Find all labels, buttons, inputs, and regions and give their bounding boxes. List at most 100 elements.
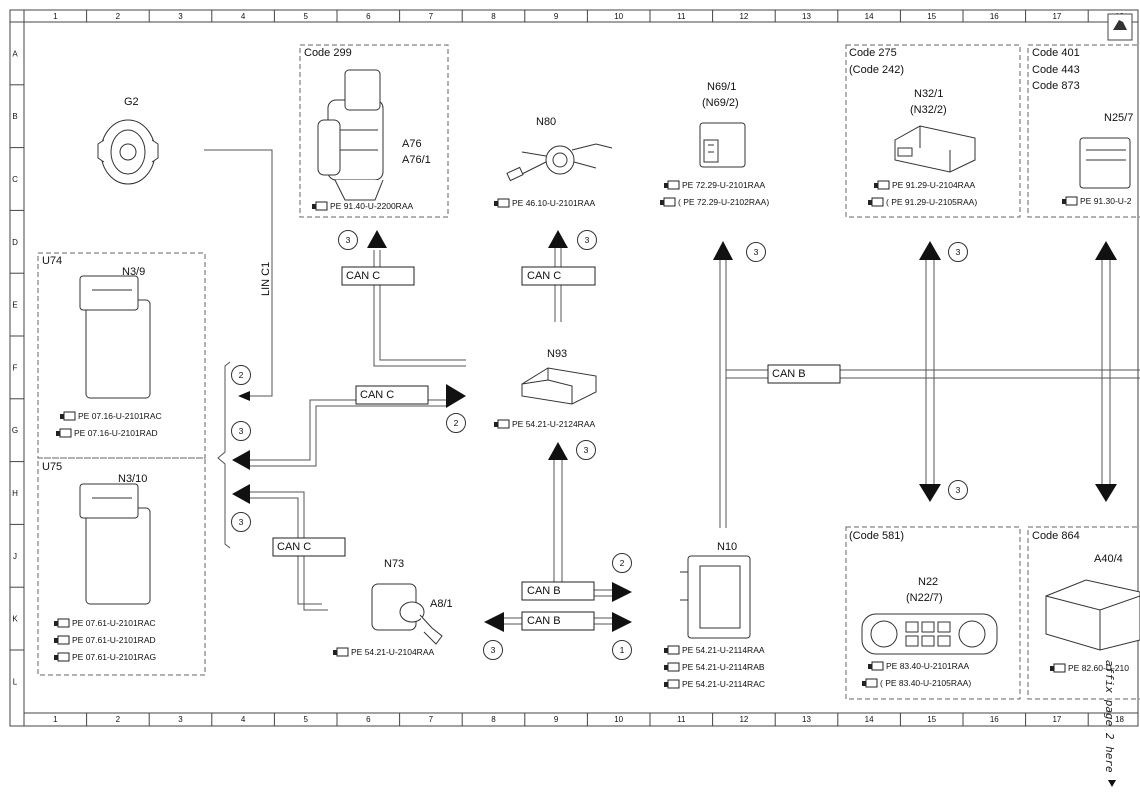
n69-2-label: (N69/2) — [702, 97, 739, 109]
reference-n10a: PE 54.21-U-2114RAA — [664, 645, 765, 655]
svg-text:PE 72.29-U-2101RAA: PE 72.29-U-2101RAA — [682, 180, 765, 190]
marker-two: 2 — [612, 553, 632, 573]
a76-label: A76 — [402, 138, 422, 150]
code275-title: Code 275 — [849, 47, 897, 59]
grid-col-label-top: 6 — [366, 12, 371, 21]
code581-title: (Code 581) — [849, 530, 904, 542]
reference-u75b: PE 07.61-U-2101RAD — [54, 635, 156, 645]
marker-three: 3 — [746, 242, 766, 262]
bus-label-can-b-2: CAN B — [521, 581, 595, 601]
book-icon — [660, 197, 676, 207]
svg-text:( PE 72.29-U-2102RAA): ( PE 72.29-U-2102RAA) — [678, 197, 769, 207]
book-icon — [1050, 663, 1066, 673]
module-a76-image — [317, 69, 384, 201]
book-icon — [54, 618, 70, 628]
marker-three: 3 — [231, 421, 251, 441]
grid-row-label: A — [12, 49, 18, 58]
grid-col-label-bottom: 14 — [865, 715, 874, 724]
marker-three: 3 — [948, 242, 968, 262]
book-icon — [664, 679, 680, 689]
grid-row-label: K — [12, 615, 18, 624]
svg-text:PE 82.60-U-210: PE 82.60-U-210 — [1068, 663, 1129, 673]
n93-label: N93 — [547, 348, 567, 360]
svg-text:3: 3 — [754, 247, 759, 257]
book-icon — [1062, 196, 1078, 206]
n80-label: N80 — [536, 116, 556, 128]
svg-text:3: 3 — [956, 247, 961, 257]
svg-text:CAN B: CAN B — [772, 368, 806, 380]
svg-text:PE 54.21-U-2114RAC: PE 54.21-U-2114RAC — [682, 679, 765, 689]
marker-three: 3 — [231, 512, 251, 532]
reference-n10c: PE 54.21-U-2114RAC — [664, 679, 765, 689]
option-box-code581: (Code 581) — [845, 526, 1021, 700]
bus-label-can-c-3: CAN C — [355, 385, 429, 405]
reference-u74b: PE 07.16-U-2101RAD — [56, 428, 158, 438]
svg-text:3: 3 — [585, 235, 590, 245]
n3-10-label: N3/10 — [118, 473, 147, 485]
grid-col-label-bottom: 9 — [554, 715, 559, 724]
svg-text:CAN B: CAN B — [527, 585, 561, 597]
code873-title: Code 873 — [1032, 80, 1080, 92]
svg-text:3: 3 — [239, 517, 244, 527]
book-icon — [664, 645, 680, 655]
lin-line: LIN C1 — [204, 149, 273, 401]
can-c-a76-line — [367, 230, 466, 367]
reference-u75c: PE 07.61-U-2101RAG — [54, 652, 156, 662]
option-box-u74: U74 — [37, 252, 206, 459]
svg-text:PE 07.61-U-2101RAD: PE 07.61-U-2101RAD — [72, 635, 156, 645]
grid-row-label: H — [12, 489, 18, 498]
switch-n73-image — [371, 583, 443, 645]
grid-col-label-top: 16 — [990, 12, 999, 21]
marker-two: 2 — [446, 413, 466, 433]
u74-title: U74 — [42, 255, 62, 267]
option-box-code275: Code 275 (Code 242) — [845, 44, 1021, 218]
svg-text:PE 07.16-U-2101RAC: PE 07.16-U-2101RAC — [78, 411, 162, 421]
unit-a40-image — [1045, 579, 1140, 651]
module-n69-image — [699, 122, 746, 168]
svg-text:3: 3 — [346, 235, 351, 245]
svg-text:2: 2 — [454, 418, 459, 428]
marker-three: 3 — [576, 440, 596, 460]
grid-col-label-top: 8 — [491, 12, 496, 21]
control-unit-n10-image — [680, 555, 751, 639]
svg-text:PE 91.29-U-2104RAA: PE 91.29-U-2104RAA — [892, 180, 975, 190]
reference-u75a: PE 07.61-U-2101RAC — [54, 618, 156, 628]
reference-n69a: PE 72.29-U-2101RAA — [664, 180, 765, 190]
svg-text:PE 46.10-U-2101RAA: PE 46.10-U-2101RAA — [512, 198, 595, 208]
grid-col-label-bottom: 18 — [1115, 715, 1124, 724]
book-icon — [874, 180, 890, 190]
svg-text:PE 54.21-U-2114RAB: PE 54.21-U-2114RAB — [682, 662, 765, 672]
svg-text:PE 07.16-U-2101RAD: PE 07.16-U-2101RAD — [74, 428, 158, 438]
n32-2-label: (N32/2) — [910, 104, 947, 116]
grid-col-label-top: 1 — [53, 12, 58, 21]
svg-text:( PE 83.40-U-2105RAA): ( PE 83.40-U-2105RAA) — [880, 678, 971, 688]
book-icon — [56, 428, 72, 438]
grid-row-label: G — [12, 426, 18, 435]
drawing-frame — [9, 9, 1139, 727]
marker-two: 2 — [231, 365, 251, 385]
grid-col-label-top: 15 — [927, 12, 936, 21]
control-unit-n3-9-image — [79, 275, 151, 399]
bus-label-can-c-2: CAN C — [521, 266, 596, 286]
alternator-g2-image — [97, 119, 159, 185]
reference-n10b: PE 54.21-U-2114RAB — [664, 662, 765, 672]
grid-col-label-bottom: 16 — [990, 715, 999, 724]
reference-u74a: PE 07.16-U-2101RAC — [60, 411, 162, 421]
bus-label-can-b-1: CAN B — [767, 364, 841, 384]
n73-label: N73 — [384, 558, 404, 570]
bracket-line — [217, 361, 231, 549]
svg-text:CAN C: CAN C — [346, 270, 380, 282]
svg-text:2: 2 — [620, 558, 625, 568]
reference-n73: PE 54.21-U-2104RAA — [333, 647, 434, 657]
grid-col-label-bottom: 6 — [366, 715, 371, 724]
grid-col-label-bottom: 5 — [303, 715, 308, 724]
n32-1-label: N32/1 — [914, 88, 943, 100]
grid-col-label-bottom: 8 — [491, 715, 496, 724]
grid-col-label-bottom: 4 — [241, 715, 246, 724]
code242-title: (Code 242) — [849, 64, 904, 76]
control-unit-n3-10-image — [79, 483, 151, 605]
can-c-n93-line — [232, 384, 466, 470]
reference-n32b: ( PE 91.29-U-2105RAA) — [868, 197, 977, 207]
svg-text:CAN C: CAN C — [527, 270, 561, 282]
